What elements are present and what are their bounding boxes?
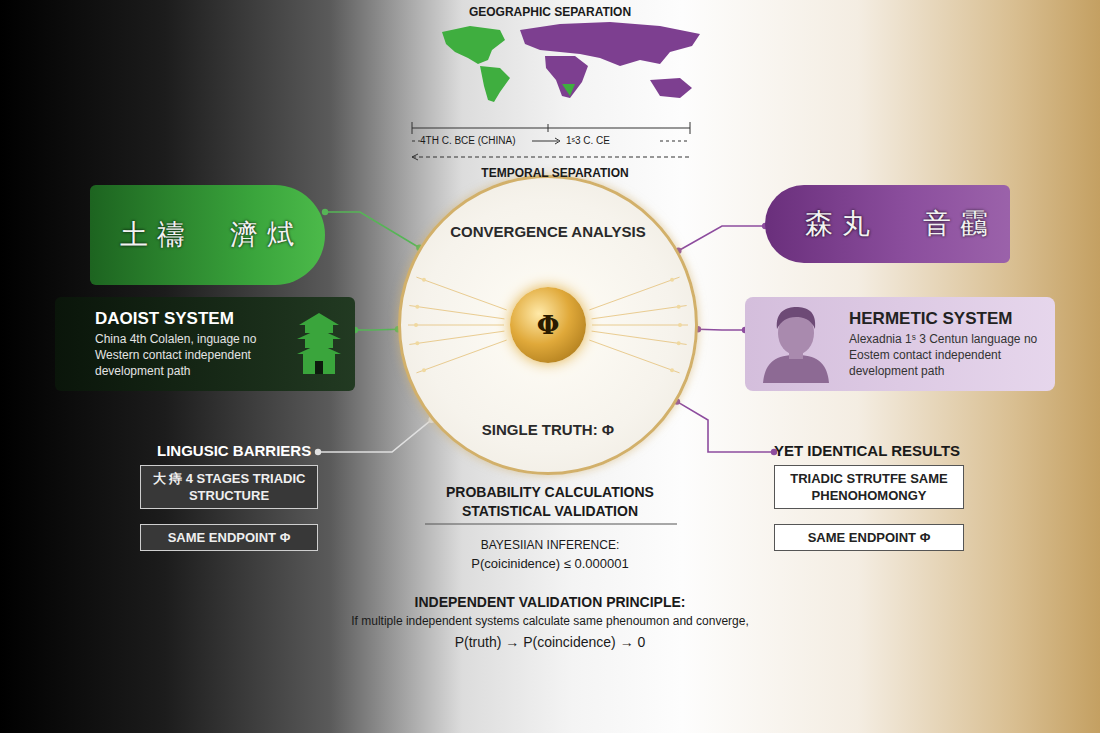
pagoda-shape	[297, 313, 341, 374]
light-ray	[409, 331, 504, 344]
map-panel: 土 禱濟 烒	[90, 185, 325, 285]
result-box: SAME ENDPOINT Φ	[774, 524, 964, 551]
result-heading: YET IDENTICAL RESULTS	[774, 442, 964, 459]
result-box: SAME ENDPOINT Φ	[140, 524, 318, 551]
light-ray	[416, 340, 506, 373]
ray-dot	[415, 341, 419, 345]
system-box: DAOIST SYSTEMChina 4th Colalen, inguage …	[55, 297, 355, 391]
connector-line	[698, 328, 745, 330]
map-panel: 森 丸音 靍	[765, 185, 1010, 263]
circle-subtitle: SINGLE TRUTH: Φ	[401, 421, 695, 438]
bust-hair	[777, 307, 815, 329]
result-text: SAME ENDPOINT Φ	[140, 524, 318, 551]
system-box: HERMETIC SYSTEMAlexadnia 1ˢ 3 Centun lan…	[745, 297, 1055, 391]
light-ray	[589, 340, 679, 373]
text-label: If multiple independent systems calculat…	[200, 614, 900, 628]
result-text: 大 痔 4 STAGES TRIADIC STRUCTURE	[140, 465, 318, 509]
pagoda-icon	[293, 307, 345, 377]
glyph-text: 音 靍	[923, 205, 988, 243]
ray-dot	[414, 323, 418, 327]
glyph-text: 濟 烒	[230, 216, 295, 254]
connector-line	[318, 420, 432, 452]
convergence-circle: CONVERGENCE ANALYSIS SINGLE TRUTH: Φ Φ	[398, 175, 698, 475]
text-label: 4TH C. BCE (CHINA)	[420, 135, 532, 146]
light-ray	[408, 325, 504, 326]
text-label: STATISTICAL VALIDATION	[380, 503, 720, 519]
connector-line	[355, 328, 398, 330]
ray-dot	[670, 278, 674, 282]
ray-dot	[678, 323, 682, 327]
connector-dot	[322, 209, 328, 215]
light-ray	[592, 306, 687, 319]
result-heading: LINGUSIC BARRIERS	[140, 442, 318, 459]
light-ray	[589, 277, 679, 310]
ray-dot	[422, 368, 426, 372]
pagoda-door	[315, 361, 323, 374]
ray-dot	[677, 341, 681, 345]
connector-line	[678, 226, 765, 251]
system-description: China 4th Colalen, inguage no Western co…	[95, 331, 285, 379]
truth-sphere: Φ	[510, 287, 586, 363]
text-label: INDEPENDENT VALIDATION PRINCIPLE:	[330, 594, 770, 610]
ray-dot	[677, 305, 681, 309]
separator-line	[425, 524, 677, 525]
world-map	[442, 22, 700, 102]
system-title: HERMETIC SYSTEM	[849, 309, 1041, 329]
glyph-text: 土 禱	[120, 216, 185, 254]
glyph-text: 森 丸	[805, 205, 870, 243]
text-label: P(coicinidence) ≤ 0.000001	[380, 556, 720, 571]
bust-icon	[753, 299, 839, 383]
text-label: TEMPORAL SEPARATION	[440, 166, 670, 180]
system-description: Alexadnia 1ˢ 3 Centun language no Eostem…	[849, 331, 1041, 379]
timeline	[412, 122, 690, 160]
connector-line	[325, 212, 419, 248]
light-ray	[416, 277, 506, 310]
light-ray	[592, 331, 687, 344]
result-box: LINGUSIC BARRIERS 大 痔 4 STAGES TRIADIC ST…	[140, 442, 318, 509]
text-label: PROBABILITY CALCULATIONS	[380, 484, 720, 500]
result-text: SAME ENDPOINT Φ	[774, 524, 964, 551]
light-ray	[409, 306, 504, 319]
result-text: TRIADIC STRUTFE SAME PHENOHOMONGY	[774, 465, 964, 509]
text-label: BAYESIIAN INFERENCE:	[380, 538, 720, 552]
connector-dot	[315, 449, 321, 455]
system-title: DAOIST SYSTEM	[95, 309, 285, 329]
circle-title: CONVERGENCE ANALYSIS	[401, 223, 695, 240]
ray-dot	[422, 278, 426, 282]
text-label: P(truth) → P(coincidence) → 0	[330, 634, 770, 650]
bust-neck	[789, 349, 803, 359]
text-label: GEOGRAPHIC SEPARATION	[420, 5, 680, 19]
connector-line	[677, 402, 774, 452]
bust-shoulders	[763, 355, 829, 383]
ray-dot	[415, 305, 419, 309]
ray-dot	[670, 368, 674, 372]
text-label: 1ˢ3 C. CE	[566, 135, 656, 146]
light-ray	[592, 325, 688, 326]
result-box: YET IDENTICAL RESULTS TRIADIC STRUTFE SAM…	[774, 442, 964, 509]
phi-symbol: Φ	[537, 310, 560, 340]
